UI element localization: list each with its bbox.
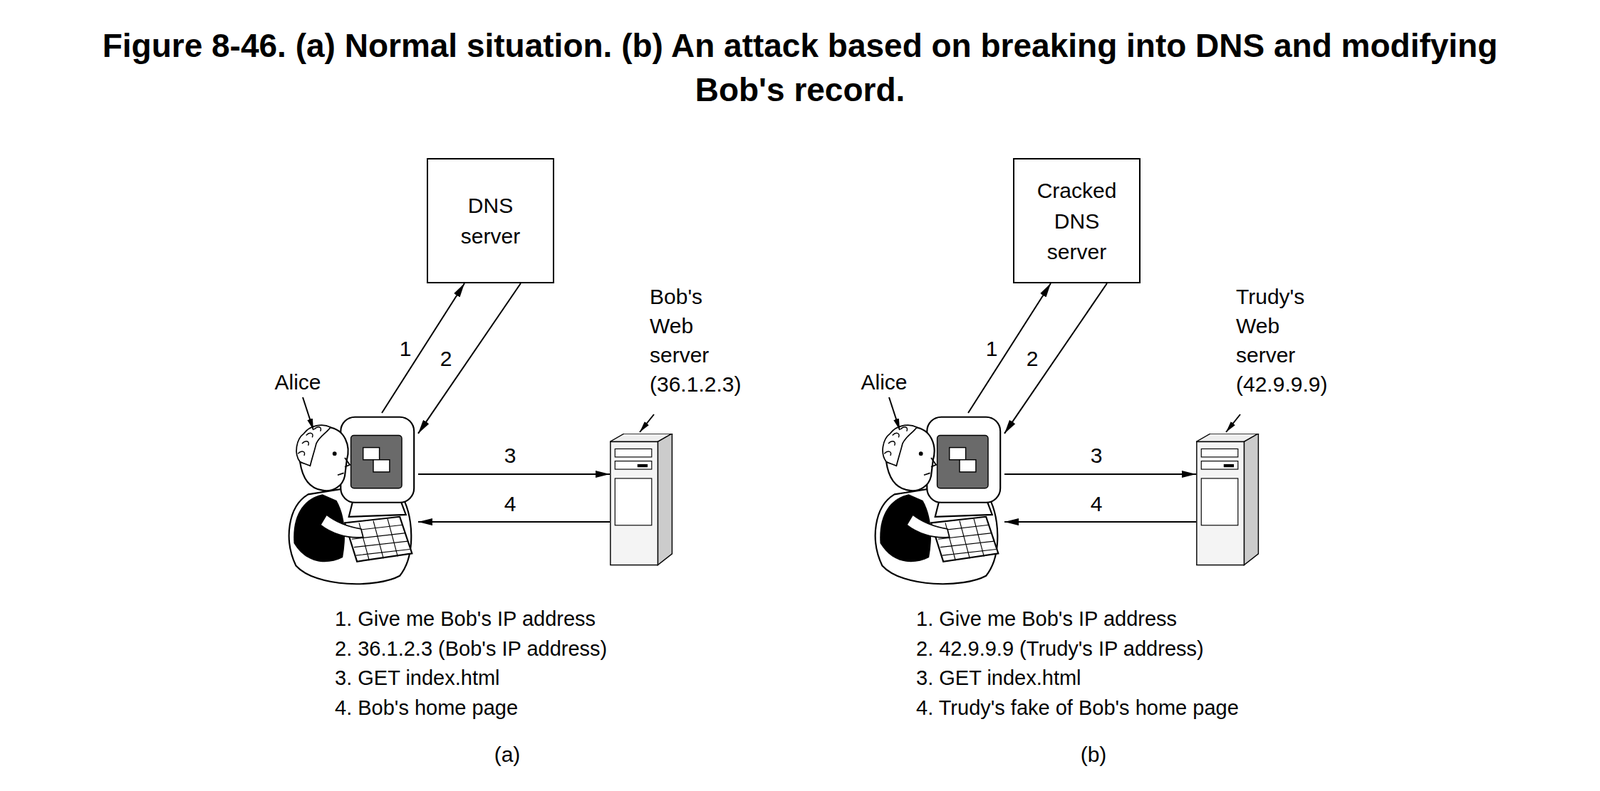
web-server: Trudy's Web server (42.9.9.9) [1196, 433, 1260, 567]
step-number: 1 [985, 338, 999, 360]
step-number: 3 [504, 445, 517, 467]
step-description: 1. Give me Bob's IP address [916, 606, 1177, 632]
arrow-connector [1004, 473, 1197, 476]
step-description: 3. GET index.html [334, 665, 501, 692]
user-illustration [875, 417, 1001, 585]
step-description: 4. Trudy's fake of Bob's home page [916, 695, 1239, 721]
arrow-connector [418, 473, 610, 476]
step-description: 3. GET index.html [916, 665, 1082, 692]
leader-line [302, 397, 314, 431]
box-label: DNS server [460, 190, 521, 252]
step-description: 2. 42.9.9.9 (Trudy's IP address) [916, 636, 1204, 662]
arrow-connector [418, 283, 521, 434]
dns-server-box: DNS server [426, 158, 555, 284]
leader-line [1226, 414, 1241, 433]
dns-server-box: Cracked DNS server [1013, 158, 1141, 284]
user-figure: Alice [285, 413, 419, 587]
arrow-connector [1004, 283, 1108, 434]
figure-label: Alice [274, 367, 321, 397]
arrow-connector [381, 283, 465, 414]
step-number: 1 [399, 338, 412, 360]
server-illustration [609, 433, 672, 566]
arrow-connector [1004, 521, 1197, 523]
box-label: Cracked DNS server [1037, 175, 1118, 268]
arrow-connector [418, 521, 610, 523]
step-number: 4 [1090, 493, 1103, 516]
user-figure: Alice [871, 413, 1005, 587]
figure-title: Figure 8-46. (a) Normal situation. (b) A… [66, 23, 1534, 112]
arrow-connector [968, 283, 1051, 414]
leader-line [889, 397, 900, 431]
panel-caption: (a) [494, 742, 521, 768]
step-number: 2 [440, 348, 453, 370]
step-number: 2 [1026, 348, 1039, 370]
panel-caption: (b) [1080, 742, 1108, 768]
step-description: 1. Give me Bob's IP address [334, 606, 596, 632]
step-number: 3 [1090, 445, 1103, 467]
step-description: 4. Bob's home page [334, 695, 518, 721]
figure-label: Bob's Web server (36.1.2.3) [649, 282, 741, 399]
server-illustration [1196, 433, 1259, 566]
figure-label: Trudy's Web server (42.9.9.9) [1235, 282, 1328, 399]
user-illustration [289, 417, 414, 585]
step-number: 4 [504, 493, 517, 516]
web-server: Bob's Web server (36.1.2.3) [609, 433, 674, 567]
leader-line [639, 414, 654, 433]
step-description: 2. 36.1.2.3 (Bob's IP address) [334, 636, 607, 662]
figure-label: Alice [860, 367, 907, 397]
